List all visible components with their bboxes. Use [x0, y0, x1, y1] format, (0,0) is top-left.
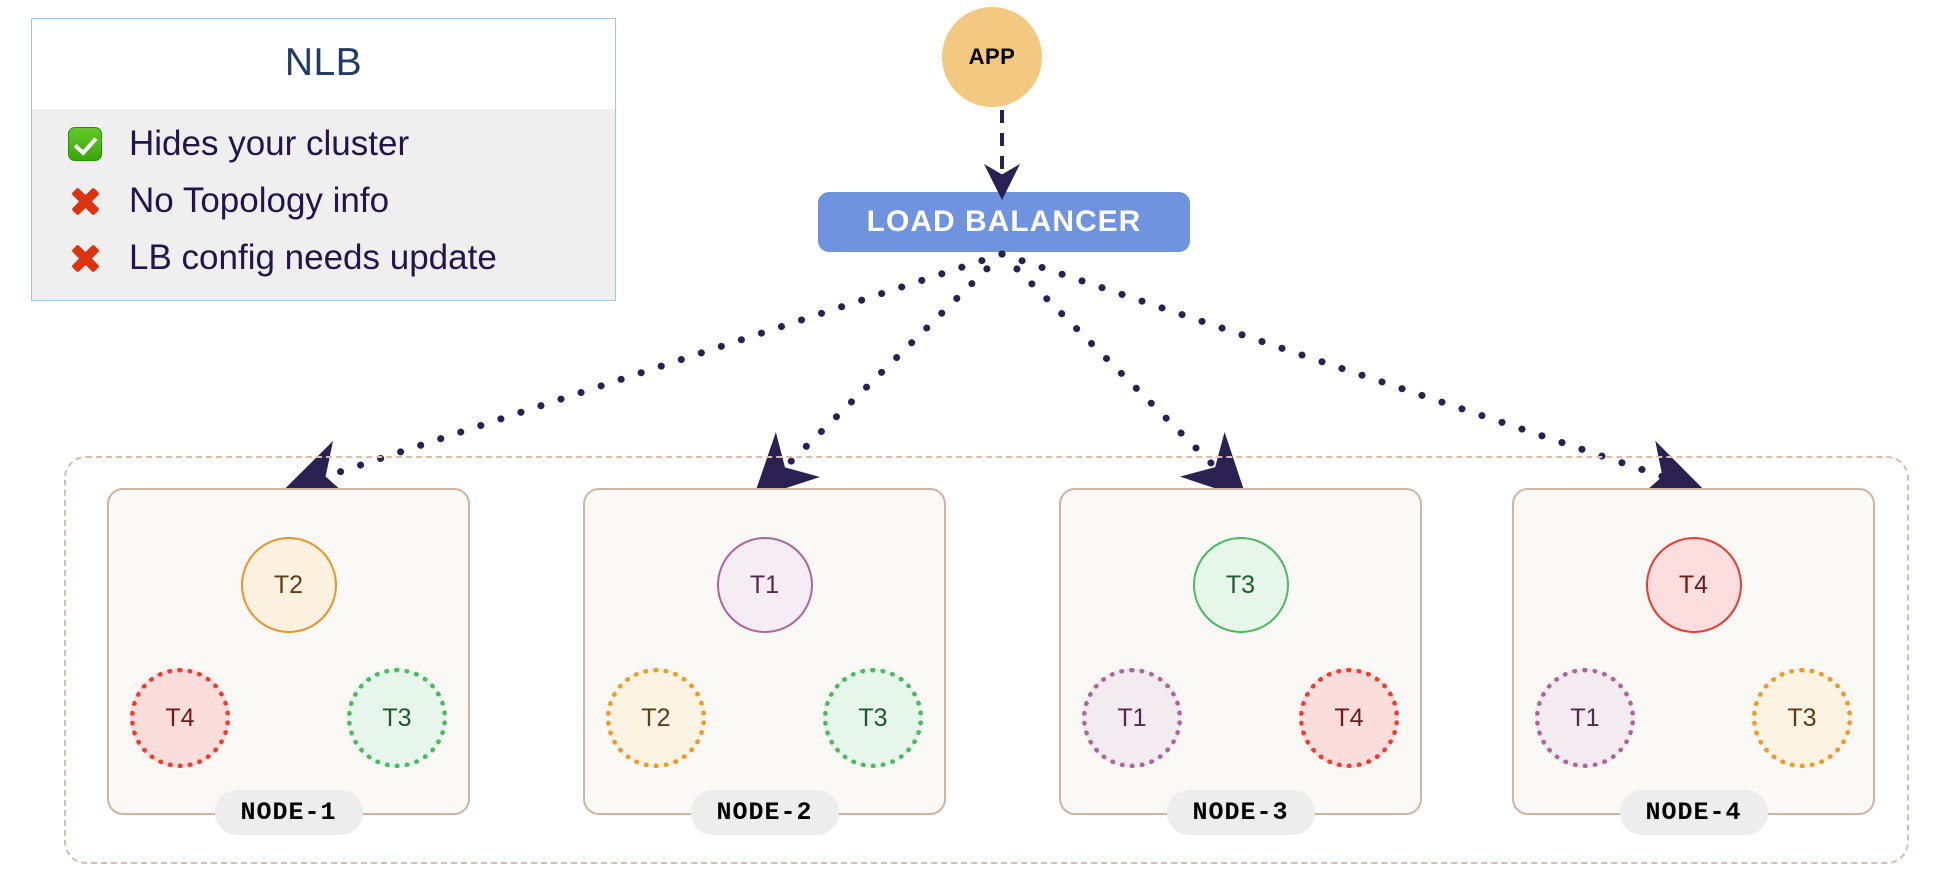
load-balancer-label: LOAD BALANCER [866, 205, 1142, 238]
load-balancer-node: LOAD BALANCER [818, 192, 1190, 252]
cluster-boundary [64, 456, 1909, 864]
task-label: T3 [382, 703, 412, 732]
node-1: T2 T4 T3 NODE-1 [107, 488, 470, 835]
task-replica-right: T3 [823, 668, 923, 768]
cross-mark-icon [58, 184, 112, 218]
task-primary: T3 [1192, 537, 1289, 633]
task-replica-left: T2 [606, 668, 706, 768]
node-name-badge: NODE-2 [690, 790, 839, 835]
legend-row-2: LB config needs update [32, 229, 615, 286]
task-label: T1 [749, 570, 780, 599]
task-label: T4 [1678, 570, 1709, 599]
task-replica-right: T3 [347, 668, 447, 768]
node-4: T4 T1 T3 NODE-4 [1512, 488, 1875, 835]
nlb-legend-list: Hides your cluster No Topology info LB c… [32, 109, 615, 300]
legend-row-1: No Topology info [32, 172, 615, 229]
task-label: T3 [1225, 570, 1256, 599]
node-3: T3 T1 T4 NODE-3 [1059, 488, 1422, 835]
task-replica-right: T3 [1752, 668, 1852, 768]
task-label: T4 [1334, 703, 1364, 732]
node-name-badge: NODE-3 [1166, 790, 1315, 835]
task-label: T1 [1117, 703, 1147, 732]
nlb-legend-card: NLB Hides your cluster No Topology info … [31, 18, 616, 301]
task-label: T2 [641, 703, 671, 732]
task-replica-left: T1 [1535, 668, 1635, 768]
task-primary: T4 [1645, 537, 1742, 633]
task-label: T2 [273, 570, 304, 599]
arrow-lb-to-node-3 [998, 250, 1247, 499]
task-replica-left: T4 [130, 668, 230, 768]
nlb-title: NLB [284, 41, 363, 84]
arrow-lb-to-node-2 [753, 250, 1006, 499]
app-node-label: APP [968, 44, 1016, 69]
task-replica-right: T4 [1299, 668, 1399, 768]
task-label: T3 [1787, 703, 1817, 732]
task-label: T3 [858, 703, 888, 732]
arrow-lb-to-node-4 [998, 250, 1705, 501]
cross-mark-icon [58, 241, 112, 275]
legend-row-0: Hides your cluster [32, 115, 615, 172]
node-name-badge: NODE-4 [1619, 790, 1768, 835]
task-label: T4 [165, 703, 195, 732]
task-replica-left: T1 [1082, 668, 1182, 768]
node-2: T1 T2 T3 NODE-2 [583, 488, 946, 835]
task-label: T1 [1570, 703, 1600, 732]
task-primary: T1 [716, 537, 813, 633]
app-node: APP [942, 7, 1042, 107]
task-primary: T2 [240, 537, 337, 633]
legend-row-2-label: LB config needs update [129, 237, 497, 277]
legend-row-1-label: No Topology info [129, 180, 390, 220]
legend-row-0-label: Hides your cluster [129, 123, 410, 163]
node-name-badge: NODE-1 [214, 790, 363, 835]
check-mark-icon [58, 126, 112, 161]
